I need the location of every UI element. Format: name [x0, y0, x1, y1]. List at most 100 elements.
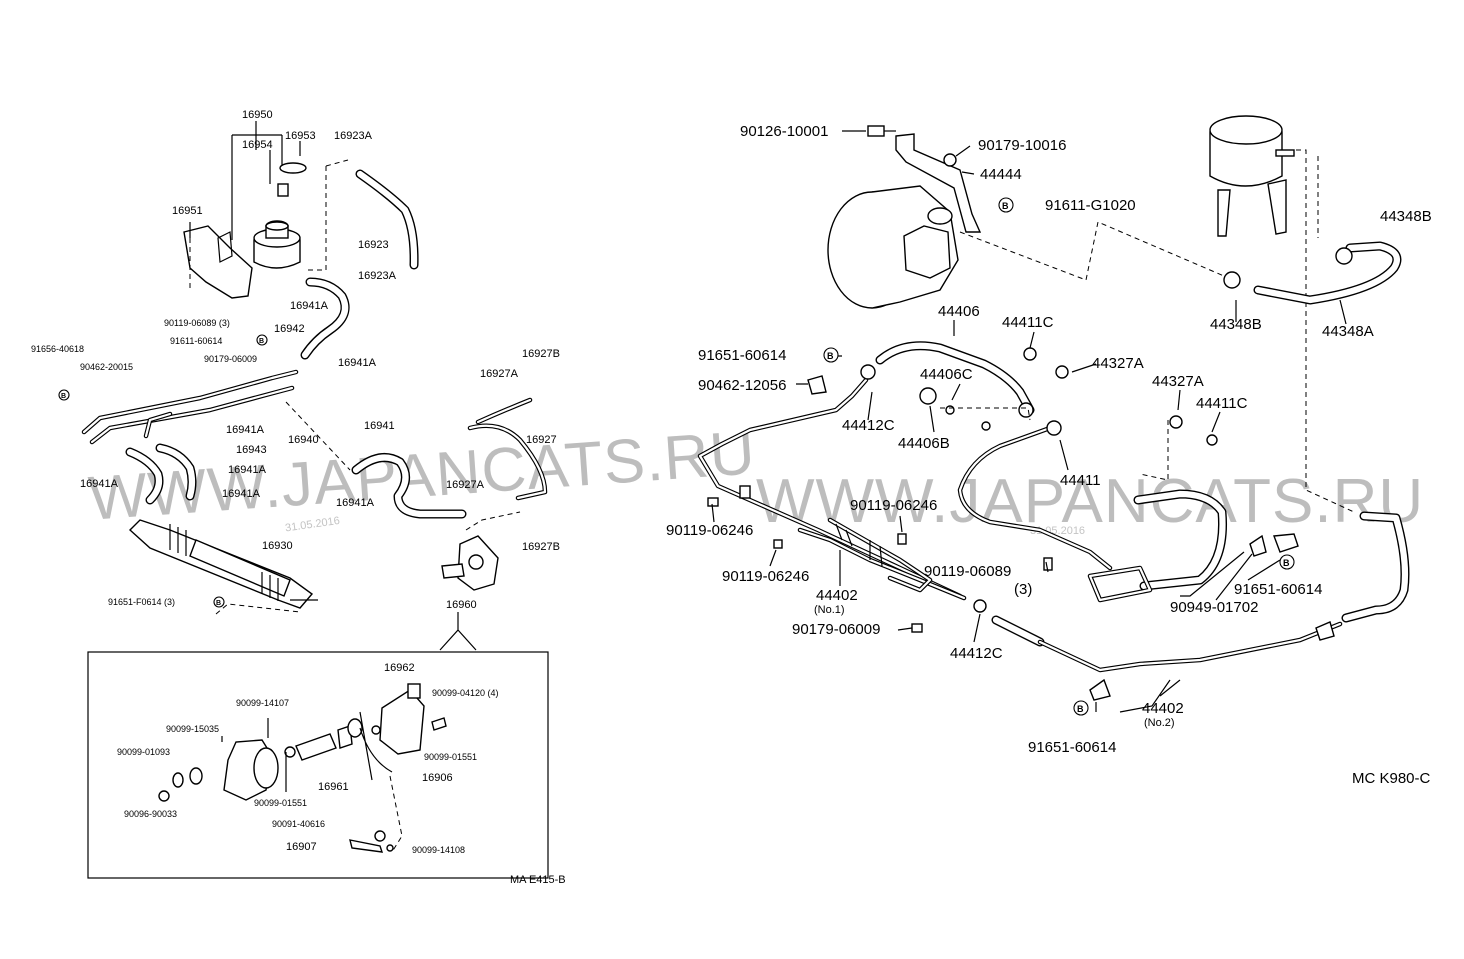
- label-44348B-top: 44348B: [1380, 208, 1432, 225]
- bracket-44444: [895, 133, 982, 233]
- svg-text:B: B: [259, 338, 264, 345]
- label-44402-no2-sub: (No.2): [1144, 717, 1175, 729]
- label-16961: 16961: [318, 781, 349, 793]
- label-90119-06246-a: 90119-06246: [850, 497, 937, 514]
- label-90099-01093: 90099-01093: [117, 747, 170, 757]
- label-91611-G1020: 91611-G1020: [1045, 197, 1136, 214]
- label-16927A-bot: 16927A: [446, 479, 485, 491]
- label-90126-10001: 90126-10001: [740, 123, 828, 140]
- label-16930: 16930: [262, 540, 293, 552]
- label-16943: 16943: [236, 444, 267, 456]
- label-44406: 44406: [938, 303, 980, 320]
- label-44327A-2: 44327A: [1152, 373, 1204, 390]
- badge-b-3: B: [213, 596, 225, 608]
- diagram-code-left: MA E415-B: [510, 874, 566, 886]
- label-90179-06009: 90179-06009: [204, 354, 257, 364]
- label-16941A-7: 16941A: [336, 497, 375, 509]
- steering-rack-16930: [128, 519, 318, 609]
- label-90949-01702: 90949-01702: [1170, 599, 1258, 616]
- pump-detail-box: [87, 651, 549, 879]
- label-44406B: 44406B: [898, 435, 950, 452]
- label-16941A-2: 16941A: [338, 357, 377, 369]
- label-16941: 16941: [364, 420, 395, 432]
- left-b-badges: B B B: [58, 334, 268, 608]
- label-16941A-5: 16941A: [80, 478, 119, 490]
- label-44348A: 44348A: [1322, 323, 1374, 340]
- label-90462-12056: 90462-12056: [698, 377, 786, 394]
- badge-b-1: B: [256, 334, 268, 346]
- label-90099-15035: 90099-15035: [166, 724, 219, 734]
- label-16962: 16962: [384, 662, 415, 674]
- label-90099-01551-a: 90099-01551: [424, 752, 477, 762]
- label-16950: 16950: [242, 109, 273, 121]
- label-90091-40616: 90091-40616: [272, 819, 325, 829]
- label-44412C-2: 44412C: [950, 645, 1003, 662]
- pump-detail-parts: [158, 683, 447, 853]
- label-16907: 16907: [286, 841, 317, 853]
- label-90119-06089-qty: (3): [1014, 581, 1032, 598]
- left-diagram: [81, 121, 549, 879]
- label-16940: 16940: [288, 434, 319, 446]
- bracket-16951: [183, 225, 253, 299]
- label-44327A-1: 44327A: [1092, 355, 1144, 372]
- label-91651-60614-a: 91651-60614: [698, 347, 786, 364]
- label-91651-60614-b: 91651-60614: [1234, 581, 1322, 598]
- pump-16960: [441, 535, 499, 591]
- label-16923: 16923: [358, 239, 389, 251]
- svg-text:B: B: [827, 351, 834, 361]
- badge-b-5: B: [823, 347, 839, 363]
- label-91651-F0614: 91651-F0614 (3): [108, 597, 175, 607]
- svg-text:B: B: [1283, 558, 1290, 568]
- label-90119-06089: 90119-06089: [924, 563, 1011, 580]
- reservoir-16950: [253, 162, 307, 269]
- label-16927B-bot: 16927B: [522, 541, 560, 553]
- badge-b-4: B: [998, 197, 1014, 213]
- label-16941A-1: 16941A: [290, 300, 329, 312]
- label-44402-no2: 44402: [1142, 700, 1184, 717]
- svg-text:B: B: [61, 393, 66, 400]
- label-16941A-6: 16941A: [222, 488, 261, 500]
- label-16942: 16942: [274, 323, 305, 335]
- svg-text:B: B: [1002, 201, 1009, 211]
- watermark-right: WWW.JAPANCATS.RU: [756, 467, 1424, 536]
- reservoir: [1209, 115, 1295, 237]
- right-labels: 90126-10001 90179-10016 44444 91611-G102…: [666, 123, 1432, 787]
- label-91611-60614: 91611-60614: [170, 336, 222, 346]
- left-labels: 16950 16954 16953 16923A 16951 16923 169…: [31, 109, 566, 886]
- label-16954: 16954: [242, 139, 273, 151]
- label-90099-14107: 90099-14107: [236, 698, 289, 708]
- label-44406C: 44406C: [920, 366, 973, 383]
- svg-text:B: B: [216, 600, 221, 607]
- label-44444: 44444: [980, 166, 1022, 183]
- label-16927A-top: 16927A: [480, 368, 519, 380]
- label-44348B-bot: 44348B: [1210, 316, 1262, 333]
- label-16927: 16927: [526, 434, 557, 446]
- label-16960: 16960: [446, 599, 477, 611]
- label-16923A-bot: 16923A: [358, 270, 397, 282]
- power-steering-pump: [827, 185, 959, 309]
- badge-b-7: B: [1073, 700, 1089, 716]
- right-diagram: [697, 115, 1410, 713]
- label-90462-20015: 90462-20015: [80, 362, 133, 372]
- label-44412C-1: 44412C: [842, 417, 895, 434]
- label-44402-no1: 44402: [816, 587, 858, 604]
- label-90099-04120: 90099-04120 (4): [432, 688, 499, 698]
- label-44411C-2: 44411C: [1196, 395, 1248, 412]
- label-16953: 16953: [285, 130, 316, 142]
- label-16941A-4: 16941A: [228, 464, 267, 476]
- label-90179-10016: 90179-10016: [978, 137, 1066, 154]
- label-90099-01551-b: 90099-01551: [254, 798, 307, 808]
- svg-text:B: B: [1077, 704, 1084, 714]
- badge-b-6: B: [1279, 554, 1295, 570]
- diagram-code-right: MC K980-C: [1352, 770, 1431, 787]
- label-44402-no1-sub: (No.1): [814, 604, 845, 616]
- right-leaders: [711, 130, 1281, 697]
- label-90096-90033: 90096-90033: [124, 809, 177, 819]
- label-90119-06089: 90119-06089 (3): [164, 318, 230, 328]
- label-16906: 16906: [422, 772, 453, 784]
- badge-b-2: B: [58, 389, 70, 401]
- label-91656-40618: 91656-40618: [31, 344, 84, 354]
- label-44411C-1: 44411C: [1002, 314, 1054, 331]
- label-16951: 16951: [172, 205, 203, 217]
